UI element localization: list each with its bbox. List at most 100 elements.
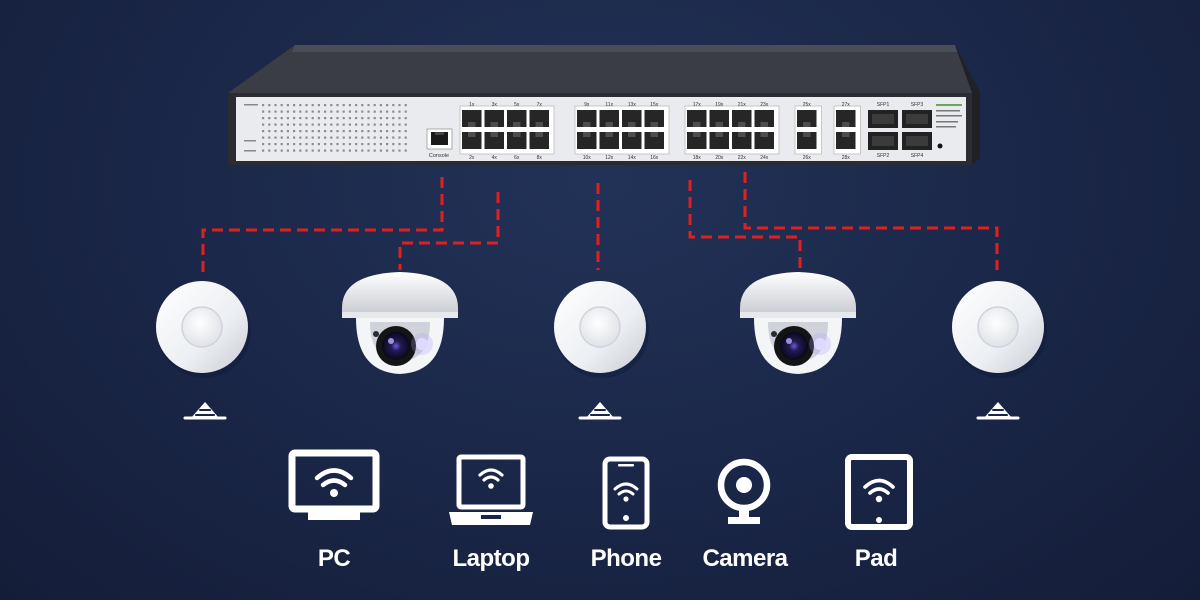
- led-indicator: [268, 149, 271, 152]
- led-indicator: [379, 123, 382, 126]
- led-indicator: [274, 117, 277, 120]
- led-indicator: [311, 143, 314, 146]
- rj45-port-clip: [513, 122, 521, 127]
- port-number: 22x: [738, 155, 747, 161]
- led-indicator: [373, 149, 376, 152]
- led-indicator: [392, 143, 395, 146]
- led-indicator: [355, 130, 358, 133]
- led-indicator: [330, 104, 333, 107]
- reset-button: [937, 143, 943, 149]
- led-indicator: [305, 143, 308, 146]
- tablet-wifi-icon: [845, 454, 913, 530]
- led-indicator: [299, 110, 302, 113]
- led-indicator: [286, 149, 289, 152]
- rj45-port-clip: [628, 132, 636, 137]
- led-indicator: [355, 110, 358, 113]
- led-indicator: [311, 110, 314, 113]
- led-indicator: [379, 143, 382, 146]
- led-indicator: [293, 117, 296, 120]
- led-indicator: [367, 104, 370, 107]
- led-indicator: [299, 117, 302, 120]
- rj45-port-clip: [693, 132, 701, 137]
- rj45-port: [462, 110, 482, 127]
- port-number: 8x: [537, 155, 543, 161]
- led-indicator: [317, 104, 320, 107]
- led-indicator: [392, 149, 395, 152]
- led-indicator: [367, 143, 370, 146]
- led-indicator: [367, 136, 370, 139]
- rj45-port: [836, 132, 856, 149]
- rj45-port-clip: [738, 122, 746, 127]
- led-indicator: [348, 117, 351, 120]
- led-indicator: [398, 117, 401, 120]
- port-number: 9x: [584, 102, 590, 108]
- led-indicator: [404, 143, 407, 146]
- led-indicator: [286, 136, 289, 139]
- rj45-port-clip: [628, 122, 636, 127]
- led-indicator: [348, 136, 351, 139]
- led-indicator: [342, 110, 345, 113]
- led-indicator: [280, 149, 283, 152]
- rj45-port-clip: [738, 132, 746, 137]
- led-indicator: [386, 123, 389, 126]
- led-indicator: [317, 123, 320, 126]
- led-indicator: [293, 143, 296, 146]
- device-label-camera: Camera: [702, 545, 788, 572]
- led-indicator: [386, 110, 389, 113]
- led-indicator: [404, 123, 407, 126]
- led-indicator: [361, 143, 364, 146]
- port-number: 28x: [842, 155, 851, 161]
- led-indicator: [299, 149, 302, 152]
- led-indicator: [268, 143, 271, 146]
- led-indicator: [373, 130, 376, 133]
- led-indicator: [404, 149, 407, 152]
- led-indicator: [398, 104, 401, 107]
- rj45-port-clip: [693, 122, 701, 127]
- led-indicator: [274, 130, 277, 133]
- rj45-port: [709, 110, 729, 127]
- led-indicator: [379, 149, 382, 152]
- led-indicator: [268, 110, 271, 113]
- led-indicator: [342, 130, 345, 133]
- led-indicator: [280, 143, 283, 146]
- rj45-port: [687, 110, 707, 127]
- led-legend: [244, 104, 258, 106]
- rj45-port-clip: [490, 122, 498, 127]
- led-indicator: [330, 123, 333, 126]
- port-number: 1x: [469, 102, 475, 108]
- led-indicator: [386, 149, 389, 152]
- poe-switch: Console 1x2x3x4x5x6x7x8x9x10x11x12x13x14…: [228, 45, 980, 165]
- led-indicator: [299, 123, 302, 126]
- led-indicator: [398, 130, 401, 133]
- led-indicator: [317, 110, 320, 113]
- port-number: 16x: [650, 155, 659, 161]
- led-indicator: [342, 143, 345, 146]
- rj45-port-clip: [535, 122, 543, 127]
- led-indicator: [398, 136, 401, 139]
- led-indicator: [386, 130, 389, 133]
- led-indicator: [373, 117, 376, 120]
- rj45-port-clip: [468, 132, 476, 137]
- port-number: 20x: [715, 155, 724, 161]
- led-indicator: [342, 104, 345, 107]
- led-legend: [244, 140, 256, 142]
- led-indicator: [361, 130, 364, 133]
- led-indicator: [299, 104, 302, 107]
- rj45-port-clip: [605, 132, 613, 137]
- access-point: [952, 281, 1047, 378]
- led-indicator: [348, 110, 351, 113]
- rj45-port: [484, 132, 504, 149]
- led-indicator: [398, 143, 401, 146]
- rj45-port: [797, 132, 817, 149]
- rj45-port-clip: [583, 132, 591, 137]
- led-indicator: [398, 149, 401, 152]
- led-indicator: [311, 149, 314, 152]
- led-indicator: [330, 136, 333, 139]
- led-indicator: [274, 104, 277, 107]
- rj45-port: [732, 110, 752, 127]
- rj45-port: [577, 110, 597, 127]
- led-indicator: [299, 130, 302, 133]
- led-indicator: [293, 149, 296, 152]
- led-indicator: [361, 110, 364, 113]
